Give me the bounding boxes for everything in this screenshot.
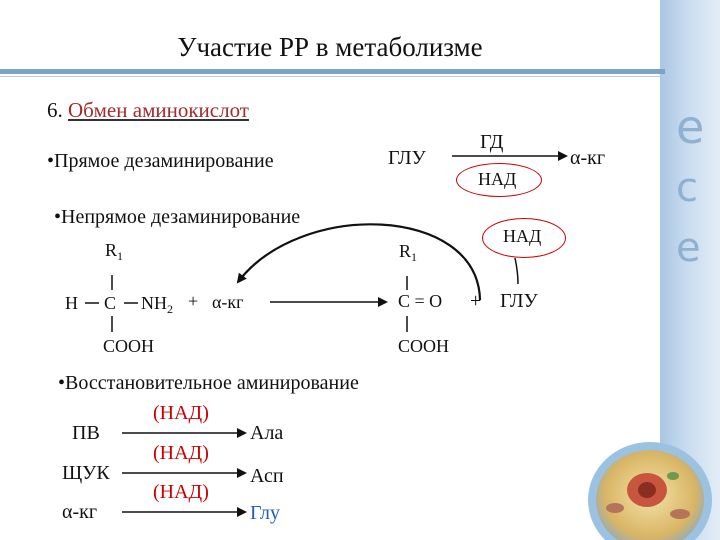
reductive-product: Асп	[250, 465, 284, 487]
section-title: Обмен аминокислот	[68, 98, 249, 122]
right-radical: R1	[399, 241, 417, 265]
left-radical: R1	[105, 240, 123, 264]
right-carbonyl: C = O	[398, 291, 443, 311]
decorative-glyph: e	[676, 225, 701, 271]
left-hydrogen: H	[65, 293, 78, 313]
cell-illustration	[588, 442, 712, 540]
reductive-cofactor: (НАД)	[153, 481, 209, 503]
left-radical-r: R	[105, 240, 118, 260]
left-plus: +	[188, 291, 199, 311]
direct-substrate: ГЛУ	[388, 147, 426, 169]
indirect-deamination-bullet: •Непрямое дезаминирование	[54, 206, 301, 228]
left-carboxyl: COOH	[103, 336, 155, 356]
cofactor-oval	[456, 163, 542, 197]
direct-cofactor: НАД	[478, 169, 517, 189]
reductive-cofactor: (НАД)	[153, 442, 209, 464]
right-radical-sub: 1	[411, 250, 418, 264]
direct-product: α-кг	[570, 147, 606, 169]
cofactor-oval	[482, 218, 566, 258]
indirect-cofactor: НАД	[503, 226, 542, 246]
right-carboxyl: COOH	[398, 336, 450, 356]
title-underline	[0, 69, 665, 74]
title-underline-thin	[0, 76, 665, 77]
reductive-substrate: ЩУК	[62, 462, 110, 484]
right-plus: +	[470, 290, 482, 312]
section-heading: 6. Обмен аминокислот	[47, 98, 249, 123]
reductive-amination-bullet: •Восстановительное аминирование	[58, 372, 359, 394]
decorative-glyph: c	[676, 165, 698, 211]
left-amino-group: NH2	[141, 293, 173, 317]
right-radical-r: R	[399, 241, 412, 261]
reductive-product: Ала	[250, 422, 284, 444]
reductive-cofactor: (НАД)	[153, 402, 209, 424]
direct-deamination-bullet: •Прямое дезаминирование	[47, 150, 274, 172]
regeneration-arrow	[236, 223, 482, 301]
direct-enzyme: ГД	[480, 131, 504, 153]
left-carbon: C	[104, 293, 117, 313]
section-number: 6.	[47, 98, 63, 122]
reductive-substrate: ПВ	[72, 422, 100, 444]
reductive-substrate: α-кг	[62, 501, 98, 523]
left-ketoglutarate: α-кг	[212, 292, 244, 312]
reductive-product: Глу	[250, 502, 281, 524]
decorative-glyph: e	[676, 100, 705, 154]
left-radical-sub: 1	[117, 249, 124, 263]
left-amino-sub: 2	[167, 302, 173, 316]
cofactor-connector	[514, 257, 519, 285]
right-glutamate: ГЛУ	[500, 290, 538, 312]
left-amino-n: NH	[141, 293, 167, 313]
slide-title: Участие РР в метаболизме	[177, 32, 483, 62]
